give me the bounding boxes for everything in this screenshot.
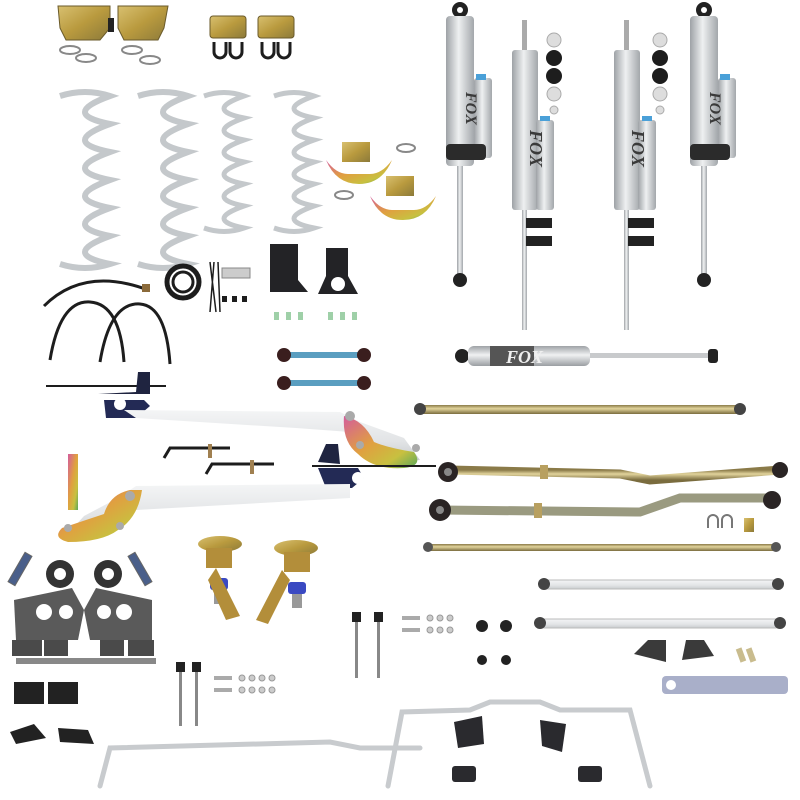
fox-steering-stabilizer: FOX [455,346,718,367]
long-arms [46,372,436,542]
sway-bars [97,699,653,789]
adjustable-links [277,348,371,390]
bump-stop-brackets [270,244,358,320]
lower-control-arms [534,578,786,629]
brake-line-brackets [162,444,274,475]
front-brackets [57,5,169,65]
coil-springs [59,89,324,271]
axle-bracket-kit [7,551,156,744]
hardware [214,614,512,694]
track-bars [429,462,788,521]
tie-rod [414,403,746,415]
skid-brackets [634,640,757,663]
sway-bar-brackets [452,716,602,782]
spring-seats [326,142,436,220]
coil-over-mounts [198,536,318,624]
sway-bar-links [176,612,383,726]
drop-plate [662,676,788,694]
drag-link [423,514,781,552]
vent-hose-kit [164,261,251,313]
u-bolt-brackets [209,15,295,60]
fox-logo: FOX [628,129,648,168]
fox-reservoir-shocks: FOX FOX FOX [446,2,736,330]
fox-logo: FOX [526,129,546,168]
shock-hardware [546,32,668,115]
fox-logo: FOX [462,91,479,125]
fox-logo: FOX [505,347,544,367]
brake-lines [42,279,172,365]
fox-logo: FOX [706,91,723,125]
